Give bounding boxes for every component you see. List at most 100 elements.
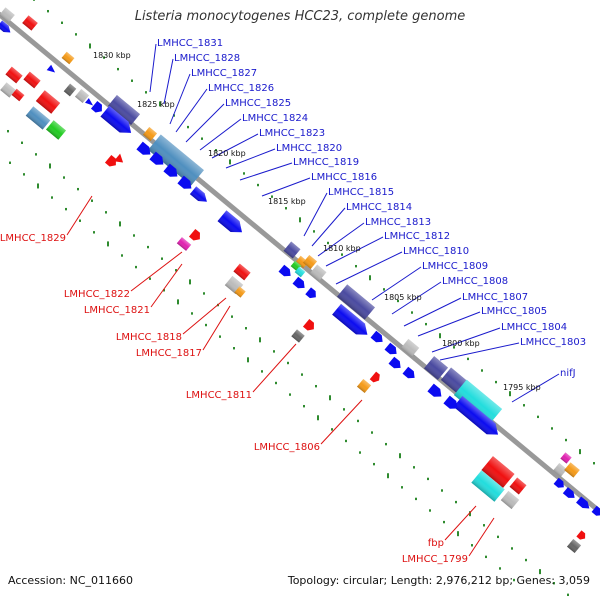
tick-mark [413,466,415,469]
gene-feature[interactable] [234,286,246,298]
gene-feature[interactable] [427,383,444,401]
gene-feature[interactable] [188,228,203,243]
gene-feature[interactable] [0,7,15,23]
forward-gene-leader [311,207,346,247]
gene-feature[interactable] [136,141,153,159]
gene-feature[interactable] [217,210,247,237]
gene-feature[interactable] [35,90,61,114]
gene-feature[interactable] [591,505,600,519]
gene-feature[interactable] [85,98,95,108]
gene-feature[interactable] [5,66,23,84]
gene-feature[interactable] [176,237,192,251]
gene-feature[interactable] [309,264,327,282]
gene-body-shading [309,264,327,282]
gene-feature[interactable] [356,378,372,394]
gene-feature[interactable] [163,163,180,181]
gene-feature[interactable] [566,538,582,554]
reverse-gene-label: LMHCC_1822 [64,289,130,300]
forward-gene-label: LMHCC_1813 [365,217,431,228]
forward-gene-label: LMHCC_1804 [501,322,567,333]
gene-body-shading [0,7,15,23]
gene-feature[interactable] [453,379,503,425]
gene-feature[interactable] [22,15,38,31]
gene-feature[interactable] [46,64,58,75]
gene-body-shading [46,120,66,140]
gene-feature[interactable] [278,264,294,280]
gene-feature[interactable] [23,71,41,89]
gene-feature[interactable] [337,284,375,320]
tick-mark [499,567,501,570]
tick-mark [173,114,175,117]
forward-gene-label: LMHCC_1816 [311,172,377,183]
gene-feature[interactable] [576,496,592,511]
reverse-gene-leader [130,251,183,292]
gene-feature[interactable] [294,266,306,278]
tick-mark [91,199,93,202]
gene-feature[interactable] [471,470,505,502]
gene-feature[interactable] [564,462,580,478]
gene-feature[interactable] [295,255,309,269]
forward-gene-label: LMHCC_1820 [276,143,342,154]
gene-feature[interactable] [370,330,386,346]
gene-feature[interactable] [0,20,13,35]
gene-feature[interactable] [142,126,158,142]
tick-mark [525,558,527,562]
gene-feature[interactable] [576,530,587,541]
gene-feature[interactable] [177,175,194,193]
gene-feature[interactable] [292,276,308,292]
gene-feature[interactable] [283,241,301,259]
forward-gene-label: LMHCC_1805 [481,306,547,317]
gene-feature[interactable] [291,329,305,343]
tick-mark [457,531,459,537]
gene-arrow [384,342,397,355]
gene-feature[interactable] [100,105,135,138]
tick-mark [429,509,431,512]
gene-feature[interactable] [481,456,515,488]
gene-arrow-shading [189,186,207,202]
gene-feature[interactable] [552,462,568,478]
gene-feature[interactable] [400,338,420,358]
forward-gene-label: LMHCC_1825 [225,98,291,109]
gene-feature[interactable] [46,120,66,140]
gene-feature[interactable] [107,95,141,125]
gene-feature[interactable] [369,371,383,385]
tick-mark [579,449,581,455]
gene-feature[interactable] [74,88,90,104]
gene-feature[interactable] [104,154,119,169]
tick-mark [177,299,179,305]
gene-feature[interactable] [384,342,400,358]
gene-feature[interactable] [562,487,577,501]
gene-feature[interactable] [90,100,105,115]
reverse-gene-leader [182,297,227,335]
gene-feature[interactable] [61,51,75,65]
gene-feature[interactable] [509,477,527,495]
gene-feature[interactable] [148,134,204,186]
gene-feature[interactable] [63,83,77,97]
gene-feature[interactable] [113,153,127,167]
gene-feature[interactable] [233,263,251,281]
gene-feature[interactable] [453,396,503,440]
gene-feature[interactable] [553,477,567,491]
tick-mark [121,254,123,257]
gene-feature[interactable] [189,186,210,205]
tick-mark [345,439,347,443]
gene-feature[interactable] [388,356,404,372]
gene-feature[interactable] [149,151,166,169]
gene-feature[interactable] [423,356,449,380]
tick-mark [327,241,329,245]
gene-feature[interactable] [11,88,25,102]
gene-feature[interactable] [443,395,460,413]
tick-mark [147,245,149,249]
kbp-label: 1800 kbp [442,339,480,348]
gene-feature[interactable] [25,106,51,130]
gene-feature[interactable] [305,287,318,300]
gene-feature[interactable] [302,254,318,270]
gene-feature[interactable] [302,318,317,333]
gene-feature[interactable] [560,452,572,464]
tick-mark [331,428,333,431]
gene-feature[interactable] [332,303,372,340]
gene-feature[interactable] [500,490,520,510]
gene-feature[interactable] [402,366,418,382]
gene-body-shading [423,356,449,380]
gene-feature[interactable] [0,82,16,98]
